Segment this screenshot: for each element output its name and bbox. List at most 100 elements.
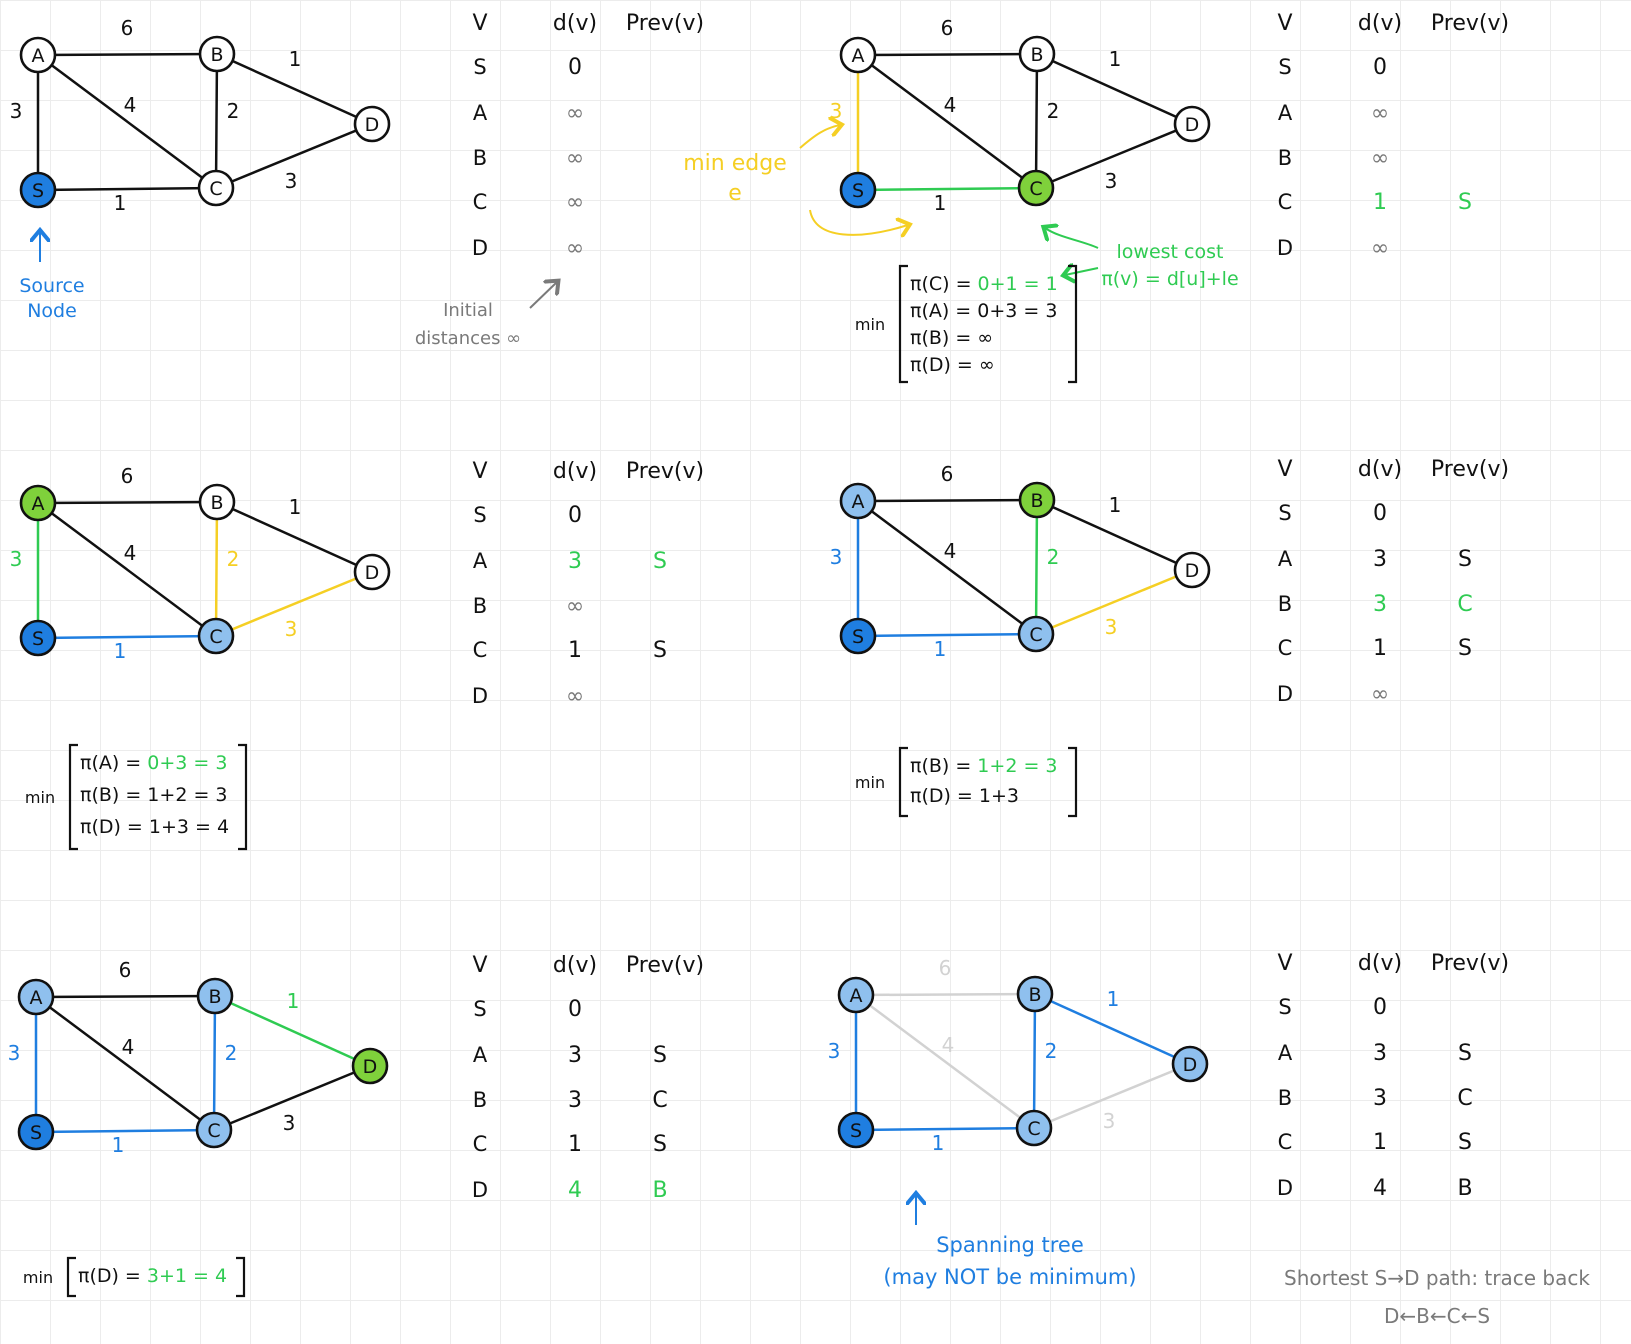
- node-d: [353, 105, 391, 143]
- min-edge-note: e: [728, 181, 742, 206]
- min-label: min: [855, 315, 885, 334]
- lowest-cost-note: lowest cost: [1117, 241, 1224, 263]
- edge-cd: [1034, 568, 1194, 636]
- table-row-distance: 3: [568, 1043, 582, 1068]
- table-row-prev: S: [653, 1043, 667, 1068]
- table-row-vertex: D: [1277, 682, 1293, 706]
- node-b: [198, 35, 236, 73]
- table-row-vertex: D: [1277, 1176, 1293, 1200]
- min-label: min: [855, 773, 885, 792]
- table-row-vertex: B: [473, 594, 487, 618]
- table-header-v: V: [1277, 951, 1292, 976]
- edge-weight-as: 3: [8, 1041, 21, 1065]
- table-row-vertex: B: [1278, 592, 1292, 616]
- node-s: [837, 1111, 875, 1149]
- edge-weight-bc: 2: [227, 547, 240, 571]
- table-row-distance: 1: [568, 1132, 582, 1157]
- edge-weight-bd: 1: [289, 495, 302, 519]
- min-line: π(A) = 0+3 = 3: [910, 300, 1057, 322]
- edge-weight-ab: 6: [121, 16, 134, 40]
- table-row-vertex: D: [472, 236, 488, 260]
- node-d: [1173, 105, 1211, 143]
- edge-cd: [214, 122, 374, 190]
- node-c: [1017, 615, 1055, 653]
- table-row-distance: 0: [568, 55, 582, 80]
- edge-weight-as: 3: [830, 545, 843, 569]
- table-row-prev: S: [1458, 1041, 1472, 1066]
- lowest-cost-arrow-2: [1065, 268, 1099, 275]
- table-header-d: d(v): [553, 11, 597, 36]
- node-a: [839, 482, 877, 520]
- edge-weight-ab: 6: [119, 958, 132, 982]
- node-d: [1171, 1045, 1209, 1083]
- table-row-distance: ∞: [566, 146, 584, 171]
- edge-sc: [854, 1126, 1036, 1132]
- edge-weight-cd: 3: [285, 617, 298, 641]
- edge-weight-sc: 1: [114, 191, 127, 215]
- edge-weight-sc: 1: [114, 639, 127, 663]
- table-row-distance: 0: [1373, 55, 1387, 80]
- edge-sc: [36, 634, 218, 640]
- table-header-v: V: [1277, 457, 1292, 482]
- table-row-distance: 3: [568, 1088, 582, 1113]
- table-row-vertex: C: [1278, 190, 1293, 214]
- table-row-distance: 1: [568, 638, 582, 663]
- min-line: π(D) = 3+1 = 4: [78, 1265, 227, 1287]
- table-row-distance: 1: [1373, 636, 1387, 661]
- table-header-prev: Prev(v): [1431, 457, 1509, 482]
- node-label-s: S: [852, 626, 864, 648]
- node-label-s: S: [32, 180, 44, 202]
- edge-weight-bd: 1: [1109, 493, 1122, 517]
- min-line: π(D) = ∞: [910, 354, 995, 376]
- table-row-distance: 0: [568, 997, 582, 1022]
- node-label-c: C: [1029, 178, 1042, 200]
- node-label-d: D: [365, 114, 380, 136]
- edge-ab: [34, 994, 217, 999]
- node-s: [19, 619, 57, 657]
- table-row-vertex: A: [1278, 101, 1293, 125]
- edge-weight-bc: 2: [227, 99, 240, 123]
- edge-weight-bc: 2: [1047, 545, 1060, 569]
- edge-ab: [854, 992, 1037, 997]
- node-c: [197, 617, 235, 655]
- table-row-vertex: S: [473, 503, 486, 527]
- table-row-prev: S: [1458, 547, 1472, 572]
- table-header-d: d(v): [553, 459, 597, 484]
- node-d: [351, 1047, 389, 1085]
- edge-weight-as: 3: [828, 1039, 841, 1063]
- table-row-distance: ∞: [1371, 236, 1389, 261]
- table-header-d: d(v): [1358, 951, 1402, 976]
- table-row-distance: 4: [1373, 1176, 1387, 1201]
- edge-bd: [1035, 498, 1194, 572]
- min-label: min: [23, 1268, 53, 1287]
- node-c: [1017, 169, 1055, 207]
- edge-cd: [212, 1064, 372, 1132]
- spanning-tree-note: Spanning tree: [936, 1233, 1084, 1257]
- edge-bc: [1032, 992, 1037, 1130]
- edge-weight-bd: 1: [287, 989, 300, 1013]
- edge-sc: [856, 186, 1038, 192]
- initial-distances-note: Initial: [443, 300, 493, 321]
- node-label-c: C: [1027, 1118, 1040, 1140]
- table-row-distance: ∞: [1371, 146, 1389, 171]
- spanning-tree-note: (may NOT be minimum): [883, 1265, 1136, 1289]
- shortest-path-note: Shortest S→D path: trace back: [1284, 1266, 1590, 1290]
- node-label-a: A: [30, 987, 43, 1009]
- node-label-b: B: [210, 492, 223, 514]
- node-label-s: S: [852, 180, 864, 202]
- edge-weight-bd: 1: [1109, 47, 1122, 71]
- edge-weight-sc: 1: [934, 191, 947, 215]
- edge-weight-bc: 2: [1045, 1039, 1058, 1063]
- node-d: [1173, 551, 1211, 589]
- edge-weight-sc: 1: [934, 637, 947, 661]
- table-row-distance: ∞: [566, 684, 584, 709]
- edge-weight-bc: 2: [225, 1041, 238, 1065]
